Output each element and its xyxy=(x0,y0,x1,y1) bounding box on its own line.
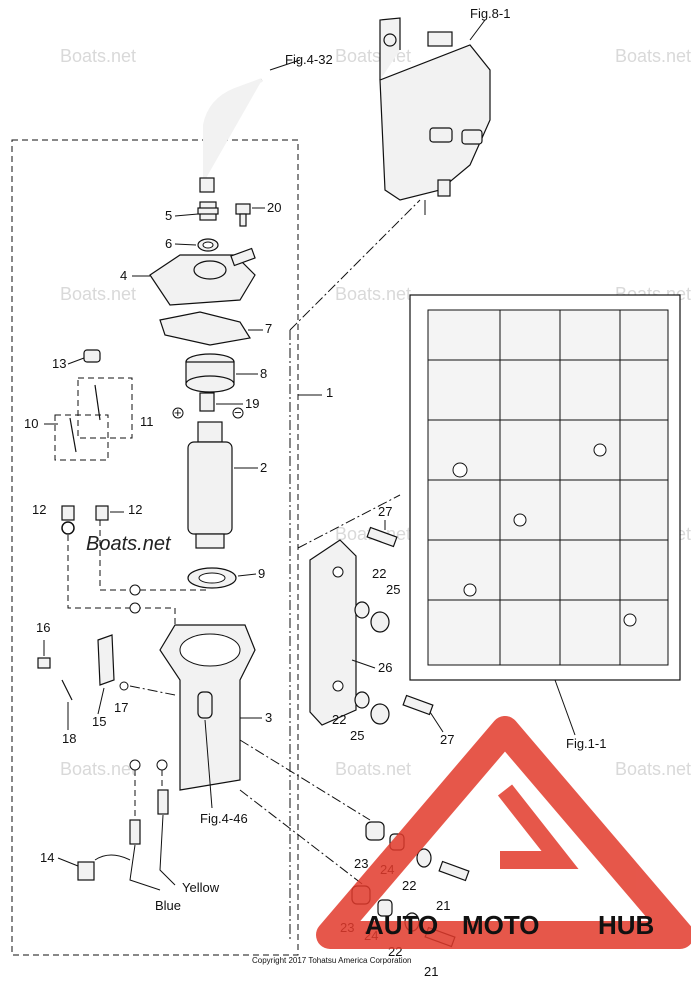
reference-fig-1-1[interactable]: Fig.1-1 xyxy=(566,736,606,751)
callout-14[interactable]: 14 xyxy=(40,850,54,865)
callout-5[interactable]: 5 xyxy=(165,208,172,223)
part-5-nipple xyxy=(197,201,219,221)
watermark: Boats.net xyxy=(60,284,136,304)
callout-17[interactable]: 17 xyxy=(114,700,128,715)
callout-23a[interactable]: 23 xyxy=(354,856,368,871)
wire-connector xyxy=(129,819,141,845)
part-8-nut xyxy=(185,353,235,393)
brand-text-hub: HUB xyxy=(598,910,654,940)
callout-9[interactable]: 9 xyxy=(258,566,265,581)
watermark: Boats.net xyxy=(335,284,411,304)
part-13-cap xyxy=(83,349,101,363)
vapor-tank xyxy=(379,17,491,215)
brand-logo xyxy=(316,716,691,949)
watermark: Boats.net xyxy=(615,759,691,779)
part-26-bracket xyxy=(309,539,357,726)
callout-1[interactable]: 1 xyxy=(326,385,333,400)
part-22-washer xyxy=(354,601,370,619)
part-19-filter xyxy=(199,392,215,412)
callout-3[interactable]: 3 xyxy=(265,710,272,725)
callout-27a[interactable]: 27 xyxy=(378,504,392,519)
assembly-boundary xyxy=(11,139,299,956)
callout-22c[interactable]: 22 xyxy=(402,878,416,893)
reference-fig-4-32[interactable]: Fig.4-32 xyxy=(285,52,333,67)
part-3-housing xyxy=(159,624,256,791)
wire-connector xyxy=(157,789,169,815)
part-24-sleeve xyxy=(377,899,393,917)
callout-16[interactable]: 16 xyxy=(36,620,50,635)
callout-25b[interactable]: 25 xyxy=(350,728,364,743)
part-15-bracket xyxy=(97,634,115,686)
callout-11[interactable]: 11 xyxy=(140,414,154,429)
part-25-grommet xyxy=(370,703,390,725)
reference-fig-8-1[interactable]: Fig.8-1 xyxy=(470,6,510,21)
callout-15[interactable]: 15 xyxy=(92,714,106,729)
part-12-terminal xyxy=(95,505,109,521)
callout-12b[interactable]: 12 xyxy=(128,502,142,517)
callout-22b[interactable]: 22 xyxy=(332,712,346,727)
part-16-screw xyxy=(37,657,51,669)
part-7-gasket xyxy=(159,311,251,346)
callout-10[interactable]: 10 xyxy=(24,416,38,431)
part-27-bolt xyxy=(366,526,398,548)
callout-4[interactable]: 4 xyxy=(120,268,127,283)
part-23-collar xyxy=(365,821,385,841)
callout-27b[interactable]: 27 xyxy=(440,732,454,747)
copyright: Copyright 2017 Tohatsu America Corporati… xyxy=(252,956,412,965)
callout-18[interactable]: 18 xyxy=(62,731,76,746)
reference-fig-4-46[interactable]: Fig.4-46 xyxy=(200,811,248,826)
callout-21a[interactable]: 21 xyxy=(436,898,450,913)
brand-text-moto: MOTO xyxy=(462,910,540,940)
callout-25a[interactable]: 25 xyxy=(386,582,400,597)
engine-block xyxy=(409,294,681,681)
callout-12a[interactable]: 12 xyxy=(32,502,46,517)
watermark: Boats.net xyxy=(615,46,691,66)
part-4-cover xyxy=(149,247,256,306)
callout-7[interactable]: 7 xyxy=(265,321,272,336)
watermark-inline: Boats.net xyxy=(86,533,172,555)
part-21-bolt xyxy=(438,860,470,882)
callout-22a[interactable]: 22 xyxy=(372,566,386,581)
part-20-bolt xyxy=(235,203,251,227)
part-22-washer xyxy=(416,848,432,868)
callout-20[interactable]: 20 xyxy=(267,200,281,215)
callout-6[interactable]: 6 xyxy=(165,236,172,251)
part-22-washer xyxy=(354,691,370,709)
callout-8[interactable]: 8 xyxy=(260,366,267,381)
callout-2[interactable]: 2 xyxy=(260,460,267,475)
callout-13[interactable]: 13 xyxy=(52,356,66,371)
brand-text-auto: AUTO xyxy=(365,910,438,940)
callout-19[interactable]: 19 xyxy=(245,396,259,411)
watermark: Boats.net xyxy=(60,46,136,66)
watermark: Boats.net xyxy=(335,759,411,779)
callout-26[interactable]: 26 xyxy=(378,660,392,675)
part-27-bolt xyxy=(402,694,434,716)
polarity-plus: + xyxy=(174,405,182,420)
part-14-harness-plug xyxy=(77,861,95,881)
part-25-grommet xyxy=(370,611,390,633)
part-12-terminal xyxy=(61,505,75,521)
part-2-fuel-pump xyxy=(187,421,233,549)
wire-blue-label: Blue xyxy=(155,898,181,913)
polarity-minus: − xyxy=(234,405,242,420)
callout-21b[interactable]: 21 xyxy=(424,964,438,979)
watermark: Boats.net xyxy=(60,759,136,779)
wire-yellow-label: Yellow xyxy=(182,880,220,895)
